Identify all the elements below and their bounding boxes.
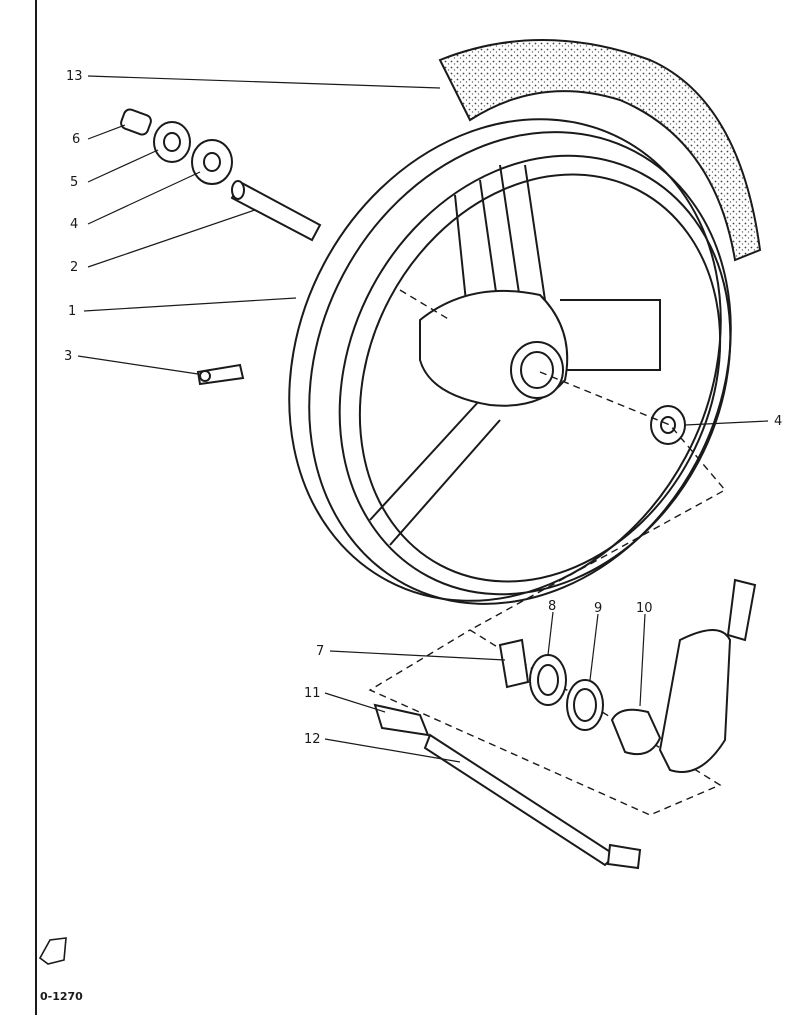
- wheel-spokes: [369, 164, 661, 546]
- tire: [438, 39, 762, 262]
- wheel-rim: [288, 118, 732, 605]
- air-valve: [196, 363, 245, 386]
- callout-11: 11: [304, 686, 321, 701]
- callout-7: 7: [316, 644, 325, 659]
- corner-stamp-icon: [38, 937, 67, 965]
- callout-1: 1: [68, 304, 77, 319]
- wheel-hub: [419, 289, 569, 407]
- callout-4-right: 4: [774, 414, 783, 429]
- right-bearing: [650, 405, 686, 445]
- callout-3: 3: [64, 349, 73, 364]
- callout-6: 6: [72, 132, 81, 147]
- callout-12: 12: [304, 732, 321, 747]
- callout-9: 9: [594, 601, 603, 616]
- callout-2: 2: [70, 260, 79, 275]
- callout-5: 5: [70, 175, 79, 190]
- callout-10: 10: [636, 601, 653, 616]
- reference-code: 0-1270: [40, 990, 83, 1003]
- callout-8: 8: [548, 599, 557, 614]
- left-side-parts: [120, 108, 322, 242]
- bottom-parts: [373, 578, 757, 870]
- callout-13: 13: [66, 69, 83, 84]
- leader-lines: [77, 75, 769, 763]
- callout-4-left: 4: [70, 217, 79, 232]
